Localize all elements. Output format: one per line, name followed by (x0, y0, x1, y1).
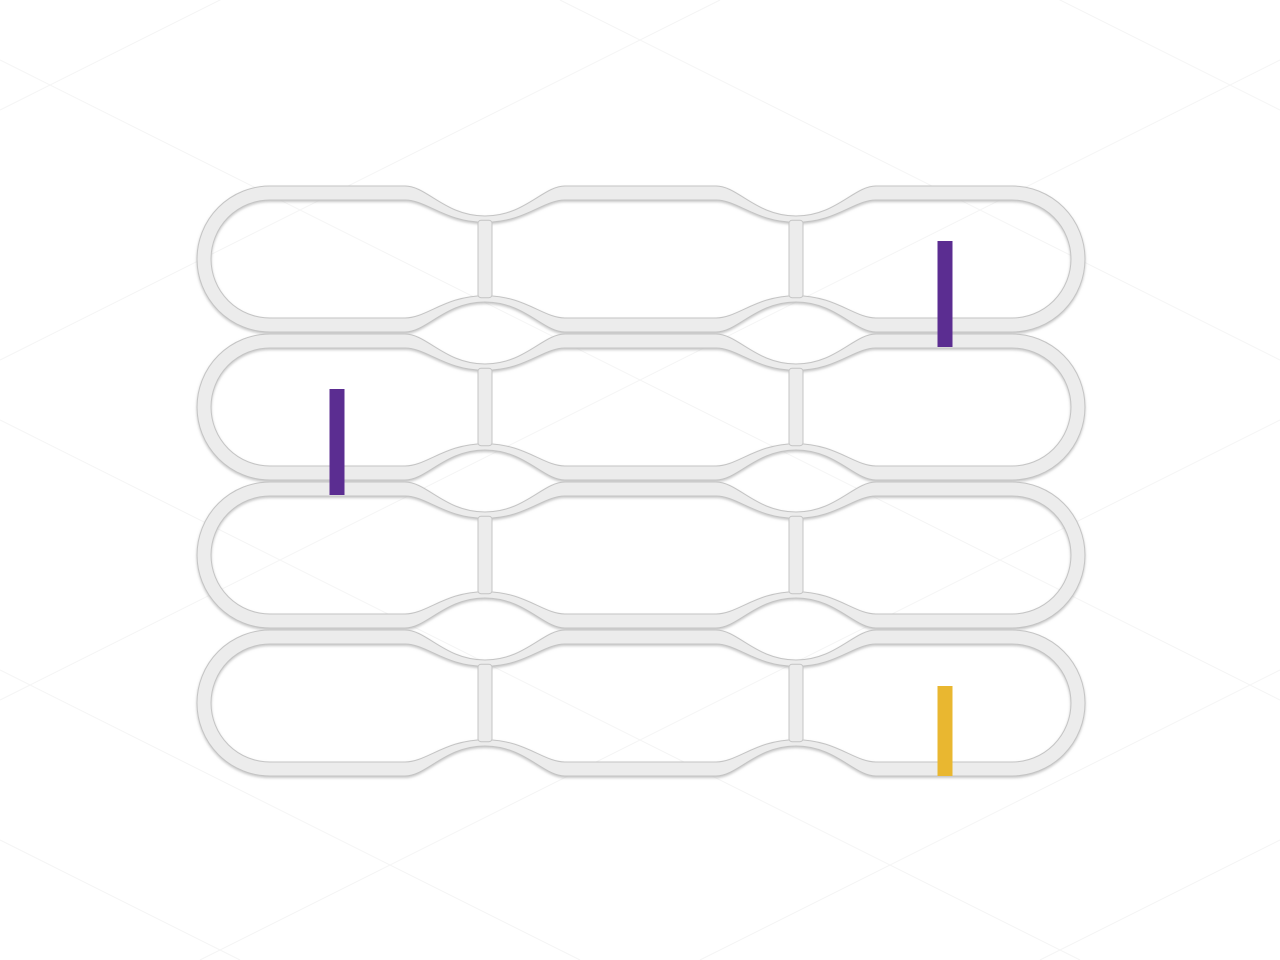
track-row-3 (196, 481, 1086, 629)
track-row-2 (196, 333, 1086, 481)
piece-purple-1[interactable] (937, 241, 953, 347)
connector-row-2-2 (788, 367, 804, 447)
track-row-1 (196, 185, 1086, 333)
piece-gold-1[interactable] (937, 686, 953, 776)
connector-row-3-2 (788, 515, 804, 595)
piece-purple-2[interactable] (329, 389, 345, 495)
connector-row-2-1 (477, 367, 493, 447)
connector-layer (477, 219, 804, 743)
track-layer (196, 185, 1086, 777)
connector-row-4-1 (477, 663, 493, 743)
connector-row-1-2 (788, 219, 804, 299)
connector-row-4-2 (788, 663, 804, 743)
connector-row-1-1 (477, 219, 493, 299)
pieces-layer (329, 241, 953, 776)
connector-row-3-1 (477, 515, 493, 595)
track-row-4 (196, 629, 1086, 777)
